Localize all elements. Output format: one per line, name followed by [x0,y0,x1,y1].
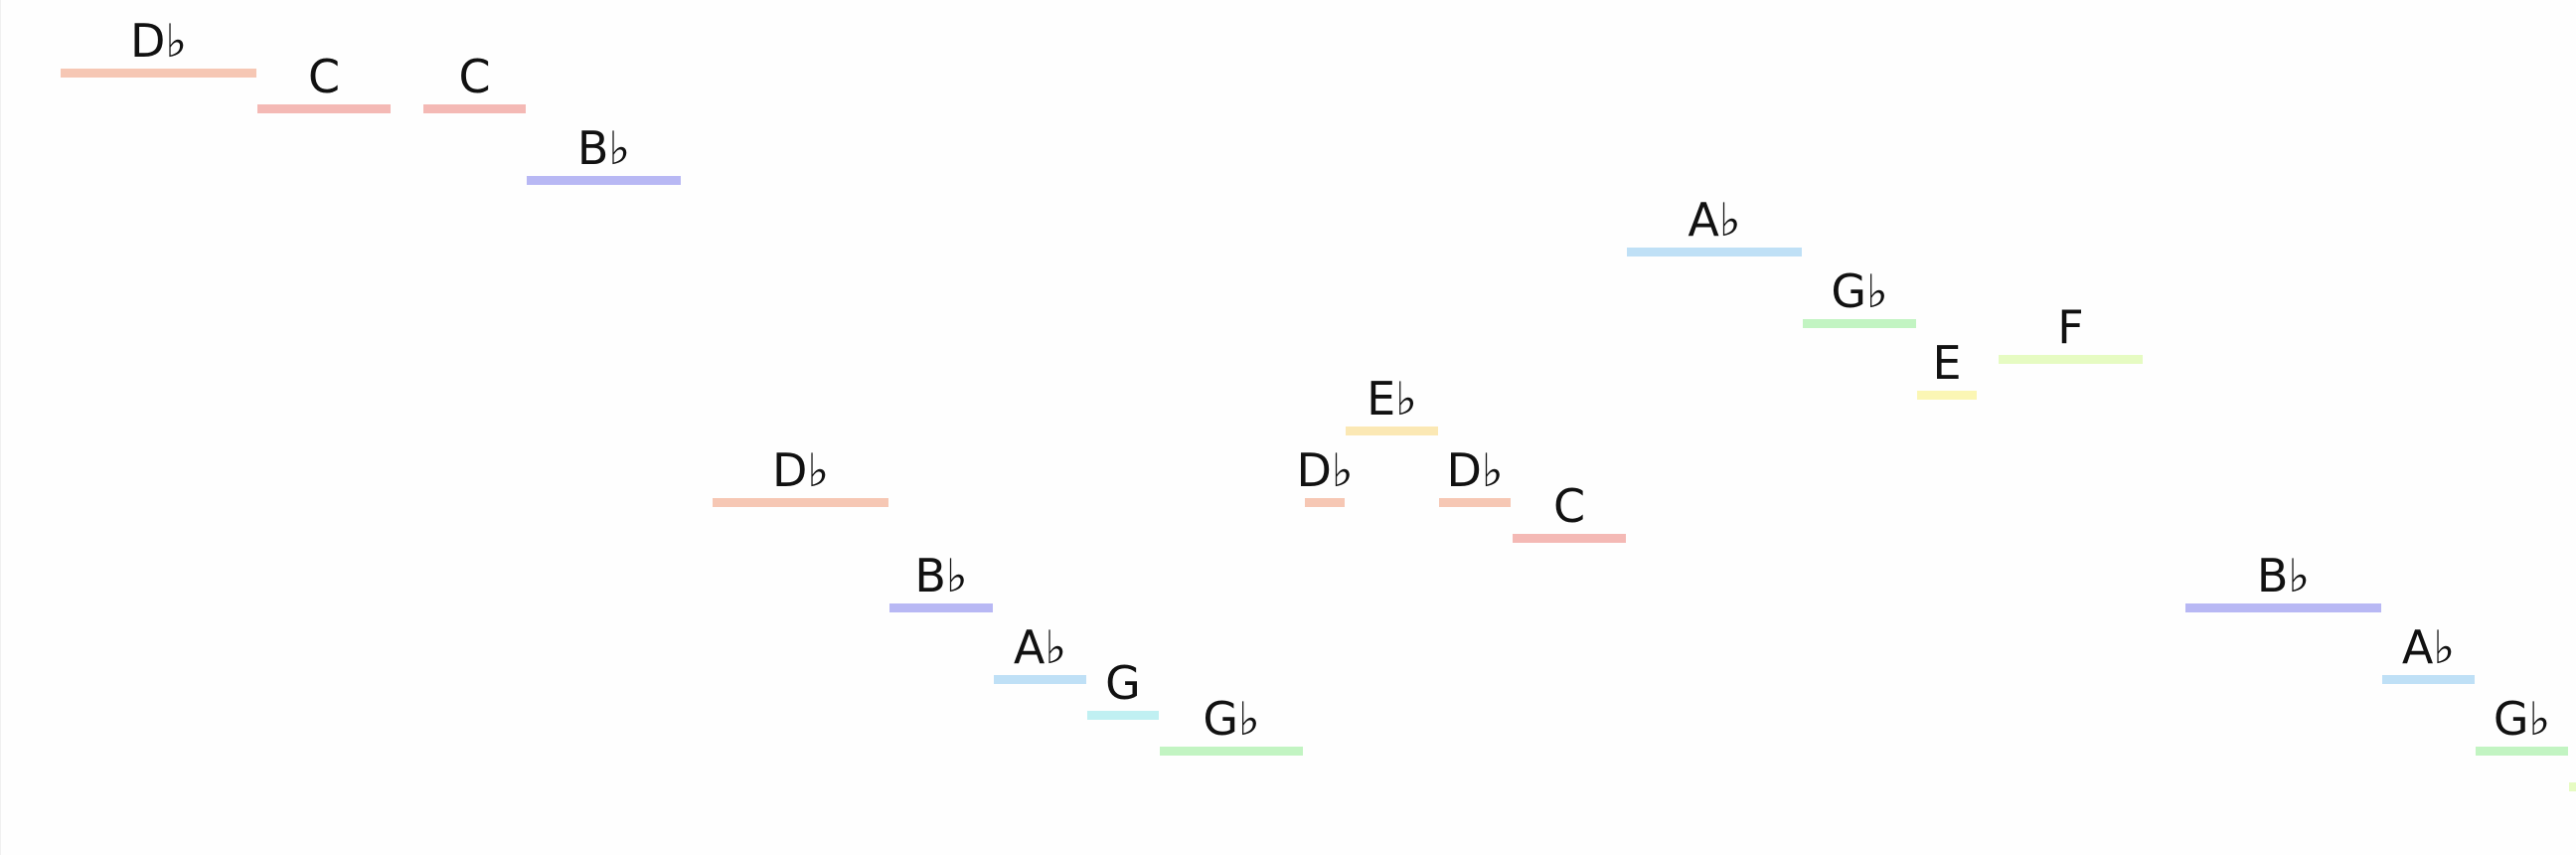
note-bar [2185,603,2381,612]
note: D♭ [1296,447,1354,507]
note-bar [1917,391,1977,400]
note-bar [61,69,256,78]
note: C [423,54,526,113]
note: A♭ [1627,197,1802,256]
note-bar [713,498,888,507]
note: B♭ [527,125,681,185]
note-bar [2476,747,2568,756]
note: B♭ [2185,553,2381,612]
note-label: C [307,50,341,103]
note-label: G♭ [2493,692,2551,746]
note-bar [1513,534,1626,543]
note-bar [889,603,993,612]
note-bar [2382,675,2475,684]
note: D♭ [1439,447,1511,507]
note-bar [527,176,681,185]
note: F [1999,304,2143,364]
note-bar [994,675,1086,684]
note-label: G♭ [1831,264,1888,318]
note-label: A♭ [1688,193,1741,247]
note-label: B♭ [2256,549,2311,602]
note-label: D♭ [1446,443,1504,497]
note-label: G [1105,656,1141,710]
note-label: E♭ [1367,372,1417,426]
note [2569,732,2576,791]
note: G♭ [1803,268,1916,328]
note-bar [1627,248,1802,256]
note-label: C [458,50,491,103]
note: G♭ [2476,696,2568,756]
note: A♭ [994,624,1086,684]
note: B♭ [889,553,993,612]
note-label: G♭ [1203,692,1260,746]
note: G [1087,660,1159,720]
note-bar [1803,319,1916,328]
note-bar [257,104,391,113]
note-label: F [2057,300,2084,354]
note-bar [1346,427,1438,435]
note: G♭ [1160,696,1303,756]
note-label: A♭ [2401,620,2456,674]
note-bar [1087,711,1159,720]
note-bar [2569,782,2576,791]
note-label: E [1932,336,1962,390]
note: C [257,54,391,113]
note: E♭ [1346,376,1438,435]
note-bar [1999,355,2143,364]
note-label: D♭ [1296,443,1354,497]
note-bar [423,104,526,113]
note-bar [1439,498,1511,507]
note: D♭ [713,447,888,507]
note: E [1917,340,1977,400]
note: A♭ [2382,624,2475,684]
note-bar [1160,747,1303,756]
note: D♭ [61,18,256,78]
note-label: D♭ [771,443,830,497]
note-label: A♭ [1013,620,1067,674]
note-label: D♭ [129,14,188,68]
note-label: B♭ [914,549,968,602]
note: C [1513,483,1626,543]
note-bar [1305,498,1345,507]
note-label: C [1552,479,1586,533]
note-label: B♭ [576,121,631,175]
